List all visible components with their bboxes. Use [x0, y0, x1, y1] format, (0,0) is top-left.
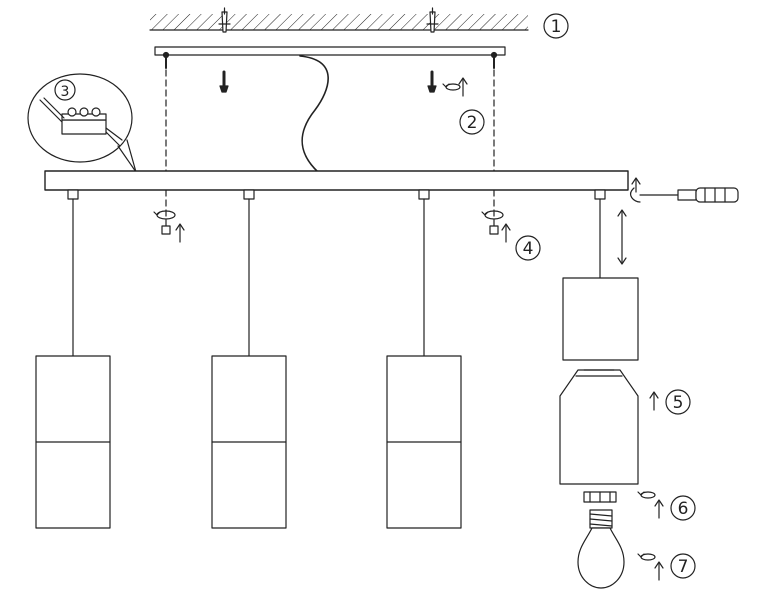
screw-icon — [427, 70, 437, 93]
rotate-arrow-icon — [153, 210, 185, 243]
step-number: 4 — [523, 239, 534, 259]
step-badge — [543, 13, 569, 39]
pendant-lamp — [35, 198, 111, 529]
rotate-arrow-icon — [442, 77, 468, 97]
light-bulb-icon — [577, 509, 625, 589]
step-number: 2 — [467, 113, 478, 133]
step-number: 5 — [673, 393, 684, 413]
step-number: 3 — [61, 84, 70, 100]
step-badge — [665, 389, 691, 415]
step-number: 1 — [551, 17, 562, 37]
step-badge — [670, 495, 696, 521]
step-badge — [54, 79, 76, 101]
step-badge — [670, 553, 696, 579]
ceiling-anchor-icon — [218, 7, 231, 33]
rotate-arrow-icon — [637, 491, 664, 519]
pendant-exploded — [559, 198, 639, 503]
up-arrow-icon — [649, 391, 659, 411]
guide-line — [165, 69, 495, 231]
step-number: 6 — [678, 499, 689, 519]
terminal-block-detail — [27, 73, 137, 173]
step-badge — [515, 235, 541, 261]
rotate-arrow-icon — [637, 553, 664, 581]
screwdriver-icon — [630, 177, 739, 203]
step-number: 7 — [678, 557, 689, 577]
ceiling — [149, 14, 529, 31]
main-bar — [44, 170, 629, 191]
pendant-lamp — [211, 198, 287, 529]
pendant-lamp — [386, 198, 462, 529]
cable-gland — [67, 189, 606, 200]
screw-icon — [219, 70, 229, 93]
ceiling-plate — [154, 46, 506, 69]
step-badge — [459, 109, 485, 135]
ceiling-anchor-icon — [426, 7, 439, 33]
rotate-arrow-icon — [481, 210, 511, 243]
supply-cable — [299, 55, 329, 173]
